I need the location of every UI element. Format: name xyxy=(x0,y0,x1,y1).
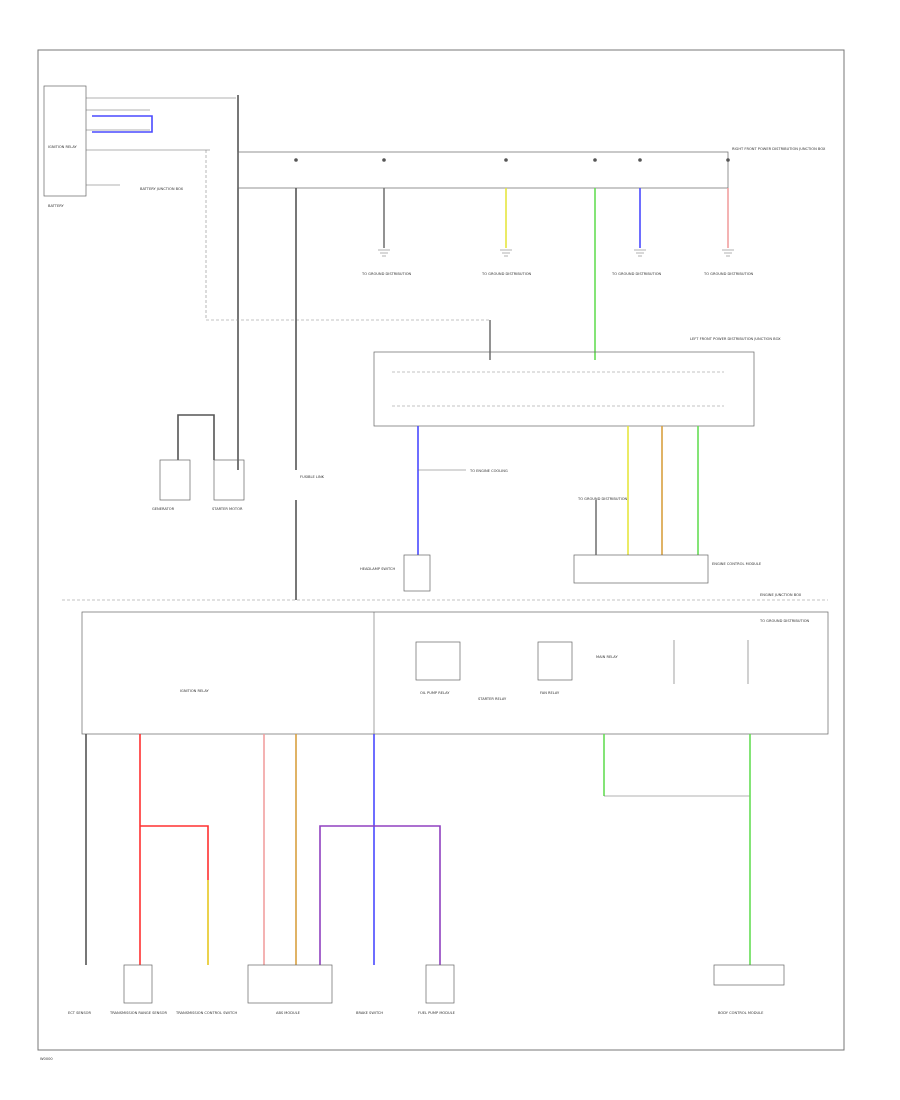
fusible-link-label: FUSIBLE LINK xyxy=(300,475,325,479)
generator-box xyxy=(159,459,191,501)
trans-range-box xyxy=(123,964,153,1004)
battery-label: BATTERY xyxy=(48,204,65,208)
headlamp-switch-label: HEADLAMP SWITCH xyxy=(360,567,396,571)
main-relay-label: MAIN RELAY xyxy=(596,655,618,659)
top-fuses xyxy=(294,158,730,162)
body-module-box xyxy=(713,964,785,986)
brake-switch-label: BRAKE SWITCH xyxy=(356,1011,383,1015)
engine-jb-label: ENGINE JUNCTION BOX xyxy=(760,593,802,597)
oil-pump-relay-box xyxy=(415,641,461,681)
ecm-box xyxy=(573,554,709,584)
right-front-jb-label: RIGHT FRONT POWER DISTRIBUTION JUNCTION … xyxy=(732,147,826,151)
fan-relay-label: FAN RELAY xyxy=(540,691,560,695)
top-fuse-bus: RIGHT FRONT POWER DISTRIBUTION JUNCTION … xyxy=(237,147,826,189)
abs-module-box xyxy=(247,964,333,1004)
starter-relay-label: STARTER RELAY xyxy=(478,697,507,701)
ignition-relay-label: IGNITION RELAY xyxy=(48,145,78,149)
left-front-jb-label: LEFT FRONT POWER DISTRIBUTION JUNCTION B… xyxy=(690,337,781,341)
gnd-label-1: TO GROUND DISTRIBUTION xyxy=(361,272,412,276)
generator-label: GENERATOR xyxy=(152,507,175,511)
battery-area: BATTERY IGNITION RELAY BATTERY JUNCTION … xyxy=(43,85,236,208)
gnd-label-4: TO GROUND DISTRIBUTION xyxy=(703,272,754,276)
diagram-footer: W0000 xyxy=(40,1057,53,1061)
blue-relay-loop xyxy=(92,115,153,133)
engine-jb-relays: OIL PUMP RELAY FAN RELAY IGNITION RELAY … xyxy=(180,640,749,701)
battery-box xyxy=(43,85,87,197)
fan-relay-box xyxy=(537,641,573,681)
trans-range-label: TRANSMISSION RANGE SENSOR xyxy=(109,1011,167,1015)
ect-sensor-label: ECT SENSOR xyxy=(68,1011,91,1015)
wire-red-branch xyxy=(140,825,209,965)
wire-purple-branch xyxy=(319,825,441,965)
fuel-pump-box xyxy=(425,964,455,1004)
body-module-label: BODY CONTROL MODULE xyxy=(718,1011,764,1015)
ecm-label: ENGINE CONTROL MODULE xyxy=(712,562,762,566)
ignition-relay-2-label: IGNITION RELAY xyxy=(180,689,210,693)
top-fuse-box xyxy=(237,151,729,189)
starter-loop xyxy=(177,414,215,460)
mid-connector-box xyxy=(373,351,755,427)
gnd-label-5: TO GROUND DISTRIBUTION xyxy=(759,619,810,623)
engine-cooling-label: TO ENGINE COOLING xyxy=(469,469,508,473)
gnd-label-3: TO GROUND DISTRIBUTION xyxy=(611,272,662,276)
gnd-label-2: TO GROUND DISTRIBUTION xyxy=(481,272,532,276)
fuel-pump-label: FUEL PUMP MODULE xyxy=(418,1011,456,1015)
battery-dashed-link xyxy=(205,150,490,321)
starter-motor-box xyxy=(213,459,245,501)
engine-jb-box xyxy=(81,611,829,735)
trans-control-label: TRANSMISSION CONTROL SWITCH xyxy=(175,1011,237,1015)
abs-module-label: ABS MODULE xyxy=(276,1011,301,1015)
battery-junction-label: BATTERY JUNCTION BOX xyxy=(140,187,184,191)
diagram-frame xyxy=(37,49,845,1051)
ground-symbols xyxy=(378,249,734,257)
headlamp-switch-box xyxy=(403,554,431,592)
starter-motor-label: STARTER MOTOR xyxy=(212,507,243,511)
oil-pump-relay-label: OIL PUMP RELAY xyxy=(420,691,450,695)
ground-dist-label-6: TO GROUND DISTRIBUTION xyxy=(577,497,628,501)
